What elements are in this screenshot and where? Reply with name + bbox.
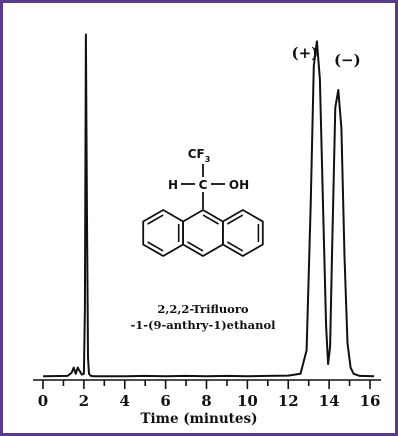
double-bond: [226, 214, 244, 225]
carbon-label: C: [199, 178, 208, 192]
double-bond: [147, 214, 164, 225]
x-tick-label: 16: [360, 392, 381, 410]
hydrogen-label: H: [168, 178, 178, 192]
peak-label-plus: (+): [291, 44, 318, 62]
x-tick-label: 10: [237, 392, 258, 410]
double-bond: [226, 241, 244, 252]
x-tick-label: 4: [120, 392, 130, 410]
double-bond: [187, 241, 204, 252]
hydroxyl-label: OH: [229, 178, 249, 192]
x-tick-label: 0: [38, 392, 48, 410]
compound-name-line1: 2,2,2-Trifluoro: [157, 302, 248, 316]
x-tick-label: 14: [319, 392, 340, 410]
chromatogram-chart: 0 2 4 6 8 10 12 14 16 (+) (−) Time (minutes) CF3…: [33, 33, 381, 427]
anthracene-rings: [142, 208, 264, 258]
benzene-ring: [142, 208, 185, 258]
chromatogram-trace: [42, 33, 375, 378]
x-tick-label: 12: [278, 392, 299, 410]
x-tick-label: 8: [201, 392, 211, 410]
molecule-structure: CF3 H C OH: [142, 147, 264, 258]
x-axis-title: Time (minutes): [141, 411, 258, 427]
benzene-ring: [221, 208, 264, 258]
double-bond: [147, 241, 164, 252]
x-tick-labels: 0 2 4 6 8 10 12 14 16: [38, 392, 381, 410]
x-tick-label: 6: [160, 392, 170, 410]
x-ticks: [42, 380, 371, 389]
benzene-ring: [182, 208, 224, 258]
double-bond: [202, 214, 219, 225]
peak-label-minus: (−): [334, 51, 361, 69]
compound-name-line2: -1-(9-anthry-1)ethanol: [130, 318, 276, 332]
x-tick-label: 2: [79, 392, 89, 410]
cf3-label: CF3: [188, 147, 211, 164]
